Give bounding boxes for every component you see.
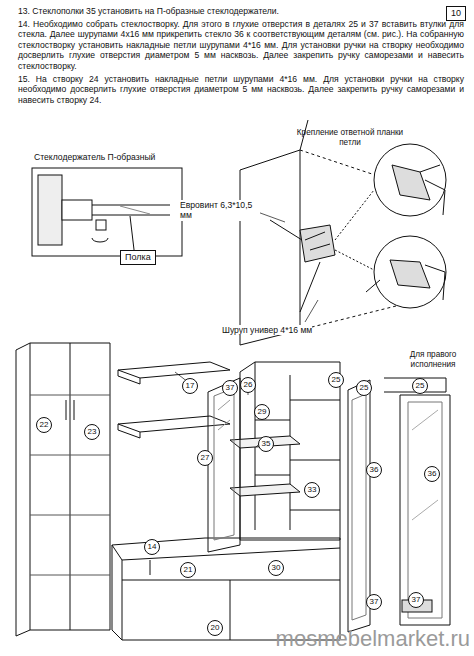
caption-text: Евровинт 6,3*10,5 мм (180, 200, 260, 221)
glass-door (348, 378, 450, 632)
callout-number: 35 (258, 436, 274, 452)
caption-text: Для правого исполнения (400, 350, 466, 371)
callout-number: 37 (366, 594, 382, 610)
callout-number: 25 (328, 372, 344, 388)
callout-number: 21 (180, 562, 196, 578)
node-text: Полка (125, 252, 151, 262)
instruction-paragraph: 13. Стеклополки 35 установить на П-образ… (18, 6, 458, 16)
page-number-box: 10 (446, 6, 466, 21)
callout-number: 14 (144, 539, 160, 555)
callout-number: 17 (182, 378, 198, 394)
node-text: 10 (451, 8, 461, 18)
callout-number: 33 (304, 482, 320, 498)
caption-text: Крепление ответной планки петли (290, 128, 410, 149)
glass-holder-detail (32, 168, 182, 258)
callout-number: 26 (240, 377, 256, 393)
instruction-paragraph: 15. На створку 24 установить накладные п… (18, 74, 464, 105)
callout-number: 27 (197, 450, 213, 466)
callout-number: 22 (36, 417, 52, 433)
callout-number: 29 (254, 404, 270, 420)
callout-number: 37 (222, 380, 238, 396)
callout-number: 36 (366, 462, 382, 478)
callout-number: 25 (356, 380, 372, 396)
leader-line (175, 210, 318, 447)
instruction-paragraph: 14. Необходимо собрать стеклостворку. Дл… (18, 19, 464, 71)
callout-number: 25 (412, 378, 428, 394)
wall-unit (112, 362, 340, 640)
wardrobe (16, 343, 110, 636)
callout-number: 30 (268, 560, 284, 576)
callout-number: 37 (408, 592, 424, 608)
caption-text: Стеклодержатель П-образный (34, 152, 155, 162)
part-label-box: Полка (120, 250, 156, 265)
callout-number: 36 (424, 466, 440, 482)
callout-number: 23 (84, 424, 100, 440)
hinge-detail (240, 120, 446, 345)
watermark: mosmebelmarket.ru (276, 626, 470, 652)
caption-text: Шуруп универ 4*16 мм (222, 325, 312, 335)
glass-cabinet (208, 362, 340, 552)
callout-number: 20 (207, 620, 223, 636)
